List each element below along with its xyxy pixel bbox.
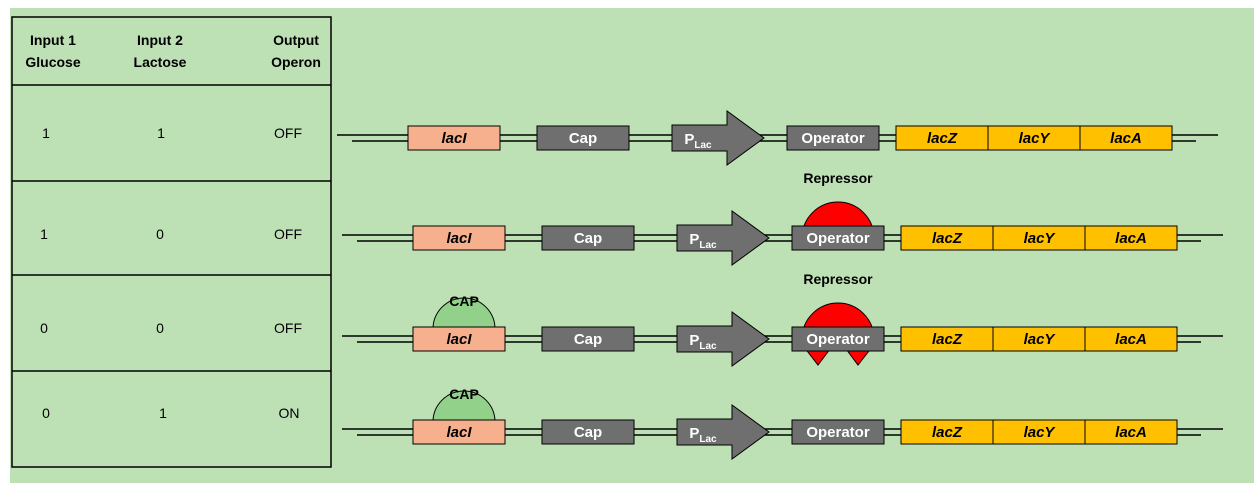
- row3-glucose: 0: [40, 320, 48, 336]
- header-input2-line2: Lactose: [134, 54, 187, 70]
- cap-protein: [432, 297, 496, 330]
- repressor-label: Repressor: [803, 170, 873, 186]
- header-output-line2: Operon: [271, 54, 321, 70]
- laci-gene: [412, 326, 506, 352]
- promoter-arrow: [671, 110, 765, 166]
- laca-gene: [1084, 419, 1178, 445]
- cap-site: [541, 225, 635, 251]
- header-input2-line1: Input 2: [137, 32, 183, 48]
- row1-lactose: 1: [157, 125, 165, 141]
- cap-protein: [432, 390, 496, 423]
- cap-site: [541, 419, 635, 445]
- cap-protein-label: CAP: [449, 386, 479, 402]
- lacz-label: lacZ: [932, 331, 963, 348]
- lacy-gene: [992, 225, 1086, 251]
- table-border: [11, 16, 332, 468]
- laca-gene: [1079, 125, 1173, 151]
- lacz-gene: [900, 326, 994, 352]
- row2-glucose: 1: [40, 226, 48, 242]
- operator-site: [791, 419, 885, 445]
- operator-site: [786, 125, 880, 151]
- repressor-label: Repressor: [803, 271, 873, 287]
- promoter-arrow: [676, 210, 770, 266]
- laca-label: lacA: [1110, 130, 1142, 147]
- laca-label: lacA: [1115, 424, 1147, 441]
- lacz-label: lacZ: [932, 424, 963, 441]
- cap-site-label: Cap: [574, 331, 602, 348]
- header-input1-line2: Glucose: [25, 54, 80, 70]
- table-row: 0 0 OFF: [40, 320, 302, 336]
- laci-label: lacI: [441, 130, 467, 147]
- lacy-gene: [992, 326, 1086, 352]
- laci-gene: [407, 125, 501, 151]
- truth-table: Input 1 Glucose Input 2 Lactose Output O…: [11, 16, 332, 468]
- promoter-arrow: [676, 311, 770, 367]
- operator-site: [791, 326, 885, 352]
- row3-output: OFF: [274, 320, 302, 336]
- row3-lactose: 0: [156, 320, 164, 336]
- table-header: Input 1 Glucose Input 2 Lactose Output O…: [25, 32, 321, 70]
- operator-label: Operator: [806, 230, 870, 247]
- row4-glucose: 0: [42, 405, 50, 421]
- laca-gene: [1084, 326, 1178, 352]
- operator-site: [791, 225, 885, 251]
- cap-site-label: Cap: [574, 424, 602, 441]
- lacz-gene: [895, 125, 989, 151]
- cap-protein-label: CAP: [449, 293, 479, 309]
- operator-label: Operator: [806, 331, 870, 348]
- row4-lactose: 1: [159, 405, 167, 421]
- laci-label: lacI: [446, 424, 472, 441]
- lacz-label: lacZ: [932, 230, 963, 247]
- cap-site: [536, 125, 630, 151]
- cap-site-label: Cap: [574, 230, 602, 247]
- laci-label: lacI: [446, 230, 472, 247]
- row2-lactose: 0: [156, 226, 164, 242]
- lacy-label: lacY: [1024, 230, 1057, 247]
- laca-label: lacA: [1115, 230, 1147, 247]
- lacy-gene: [992, 419, 1086, 445]
- lacy-label: lacY: [1024, 331, 1057, 348]
- row2-output: OFF: [274, 226, 302, 242]
- laci-gene: [412, 419, 506, 445]
- cap-site: [541, 326, 635, 352]
- laci-label: lacI: [446, 331, 472, 348]
- lacy-label: lacY: [1024, 424, 1057, 441]
- promoter-arrow: [676, 404, 770, 460]
- laca-gene: [1084, 225, 1178, 251]
- table-row: 1 0 OFF: [40, 226, 302, 242]
- header-output-line1: Output: [273, 32, 319, 48]
- laci-gene: [412, 225, 506, 251]
- laca-label: lacA: [1115, 331, 1147, 348]
- lacy-label: lacY: [1019, 130, 1052, 147]
- lacz-label: lacZ: [927, 130, 958, 147]
- row1-output: OFF: [274, 125, 302, 141]
- table-row: 0 1 ON: [42, 405, 299, 421]
- operator-label: Operator: [801, 130, 865, 147]
- row1-glucose: 1: [42, 125, 50, 141]
- cap-site-label: Cap: [569, 130, 597, 147]
- row4-output: ON: [279, 405, 300, 421]
- table-row: 1 1 OFF: [42, 125, 302, 141]
- operator-label: Operator: [806, 424, 870, 441]
- header-input1-line1: Input 1: [30, 32, 76, 48]
- lacz-gene: [900, 225, 994, 251]
